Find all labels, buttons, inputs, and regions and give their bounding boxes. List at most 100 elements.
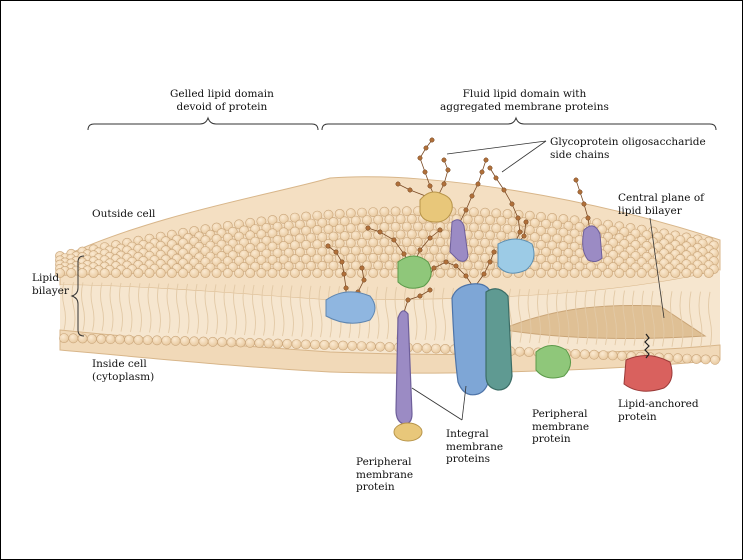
sugar-bead — [326, 244, 330, 248]
lipid-head — [190, 268, 199, 277]
lipid-head — [180, 336, 189, 345]
lipid-head — [447, 268, 456, 277]
fluid-domain-line-1: Fluid lipid domain with — [440, 88, 609, 101]
lipid-head — [559, 268, 568, 277]
lipid-head — [671, 268, 680, 277]
lipid-head — [413, 343, 422, 352]
peripheral-right-line-3: protein — [532, 433, 589, 446]
lipid-head — [320, 340, 329, 349]
lipid-head — [302, 268, 311, 277]
lipid-head — [179, 268, 188, 277]
lipid-head — [290, 268, 299, 277]
lipid-head — [693, 268, 702, 277]
sugar-bead — [578, 190, 582, 194]
lipid-head — [134, 335, 143, 344]
fluid-domain-brace — [322, 118, 716, 130]
lipid-head — [313, 268, 322, 277]
sugar-bead — [418, 248, 422, 252]
sugar-bead — [492, 250, 496, 254]
lipid-head — [199, 337, 208, 346]
sugar-bead — [574, 178, 578, 182]
sugar-bead — [480, 170, 484, 174]
lipid-head — [570, 268, 579, 277]
sugar-bead — [516, 216, 520, 220]
sugar-bead — [582, 202, 586, 206]
lipid-head — [301, 340, 310, 349]
glycoprotein-line-2: side chains — [550, 149, 706, 162]
lipid-bilayer-line-1: Lipid — [32, 272, 69, 285]
sugar-bead — [488, 260, 492, 264]
lipid-head — [348, 341, 357, 350]
lipid-head — [171, 336, 180, 345]
sugar-bead — [438, 228, 442, 232]
lipid-anchored-red-protein — [624, 355, 672, 391]
lipid-anchored-line-2: protein — [618, 411, 699, 424]
lipid-head — [156, 268, 165, 277]
lipid-head — [143, 336, 152, 345]
lipid-head — [100, 268, 109, 277]
lipid-head — [134, 268, 143, 277]
central-plane-line-1: Central plane of — [618, 192, 704, 205]
lipid-head — [227, 338, 236, 347]
lipid-head — [268, 268, 277, 277]
central-plane-line-2: lipid bilayer — [618, 205, 704, 218]
lipid-anchored-label: Lipid-anchored protein — [618, 398, 699, 423]
lipid-head — [615, 268, 624, 277]
lipid-head — [283, 339, 292, 348]
sugar-bead — [428, 236, 432, 240]
sugar-bead — [340, 260, 344, 264]
lipid-head — [223, 268, 232, 277]
lipid-head — [264, 339, 273, 348]
sugar-bead — [586, 216, 590, 220]
sugar-bead — [518, 230, 522, 234]
integral-label: Integral membrane proteins — [446, 428, 503, 466]
lipid-head — [201, 268, 210, 277]
sugar-bead — [494, 176, 498, 180]
lipid-head — [422, 344, 431, 353]
lipid-head — [515, 347, 524, 356]
lipid-head — [115, 335, 124, 344]
lipid-head — [246, 268, 255, 277]
sugar-bead — [392, 238, 396, 242]
sugar-bead — [362, 278, 366, 282]
sugar-bead — [406, 298, 410, 302]
sugar-bead — [360, 266, 364, 270]
lipid-head — [97, 334, 106, 343]
lipid-head — [436, 253, 445, 262]
fluid-domain-line-2: aggregated membrane proteins — [440, 101, 609, 114]
lipid-head — [660, 268, 669, 277]
sugar-bead — [510, 202, 514, 206]
lipid-head — [190, 337, 199, 346]
integral-line-1: Integral — [446, 428, 503, 441]
peripheral-left-line-2: membrane — [356, 469, 413, 482]
lipid-head — [106, 335, 115, 344]
sugar-bead — [424, 146, 428, 150]
lipid-head — [208, 337, 217, 346]
lipid-head — [346, 268, 355, 277]
lipid-head — [357, 342, 366, 351]
lipid-bilayer-label: Lipid bilayer — [32, 272, 69, 297]
light-blue-protein-right — [498, 239, 534, 273]
peripheral-yellow-protein — [394, 423, 422, 441]
lipid-head — [125, 335, 134, 344]
lipid-head — [590, 350, 599, 359]
lipid-head — [617, 351, 626, 360]
sugar-bead — [432, 266, 436, 270]
lipid-head — [637, 268, 646, 277]
lipid-head — [376, 342, 385, 351]
peripheral-left-label: Peripheral membrane protein — [356, 456, 413, 494]
glycoprotein-label: Glycoprotein oligosaccharide side chains — [550, 136, 706, 161]
sugar-bead — [470, 194, 474, 198]
lipid-head — [704, 268, 713, 277]
leader-integral-1 — [412, 388, 462, 420]
lipid-head — [234, 268, 243, 277]
lipid-head — [292, 340, 301, 349]
peripheral-right-label: Peripheral membrane protein — [532, 408, 589, 446]
central-plane-label: Central plane of lipid bilayer — [618, 192, 704, 217]
sugar-bead — [488, 166, 492, 170]
lipid-head — [111, 268, 120, 277]
lipid-head — [648, 268, 657, 277]
sugar-bead — [428, 288, 432, 292]
lipid-head — [369, 268, 378, 277]
peripheral-right-line-1: Peripheral — [532, 408, 589, 421]
